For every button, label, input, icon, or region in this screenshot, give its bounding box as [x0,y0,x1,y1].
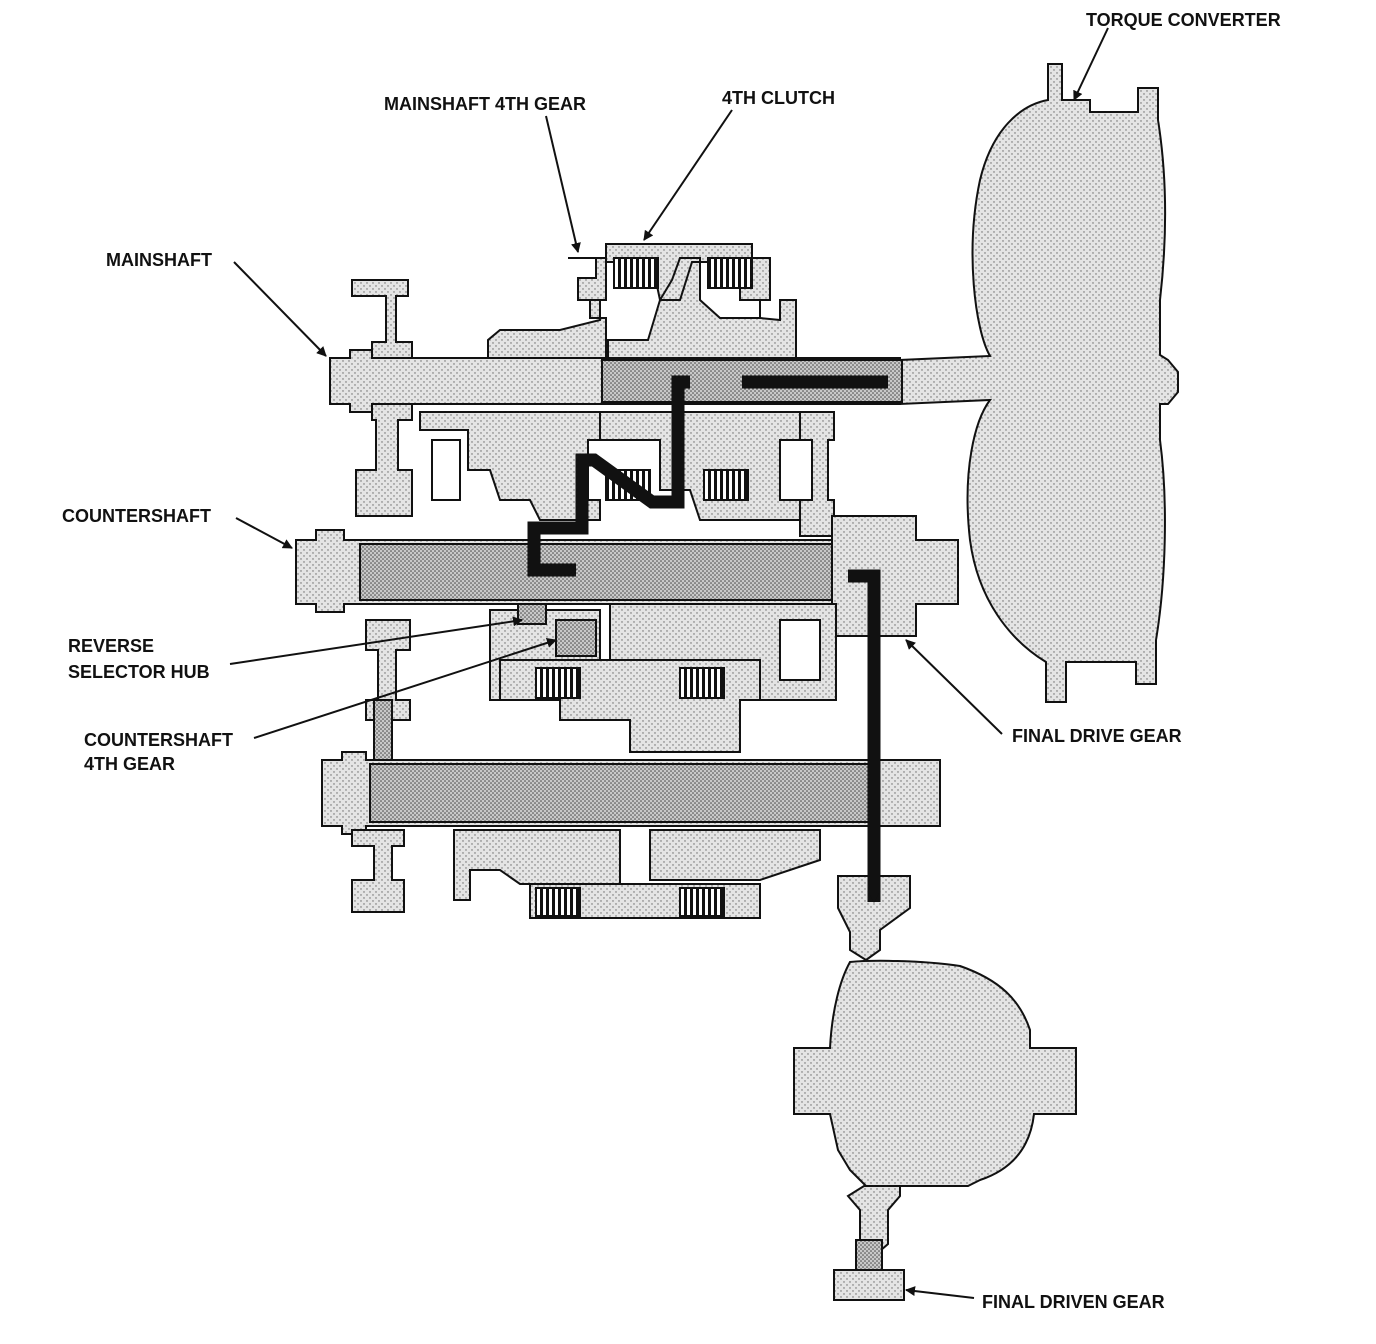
torque-converter-body [899,63,1179,703]
label-countershaft-4th-gear-line2: 4TH GEAR [84,754,175,774]
label-mainshaft-4th-gear: MAINSHAFT 4TH GEAR [384,94,586,114]
mainshaft-4th-gear [487,257,607,359]
mainshaft-lower-gears [419,411,835,537]
left-gear-stack [351,699,405,913]
power-flow-path [527,375,888,903]
label-4th-clutch: 4TH CLUTCH [722,88,835,108]
label-final-driven-gear: FINAL DRIVEN GEAR [982,1292,1165,1312]
lower-gear-clutches [453,659,821,919]
label-countershaft: COUNTERSHAFT [62,506,211,526]
4th-clutch [605,243,797,359]
secondary-shaft [321,751,941,835]
label-torque-converter: TORQUE CONVERTER [1086,10,1281,30]
label-final-drive-gear: FINAL DRIVE GEAR [1012,726,1182,746]
label-reverse-selector-hub-line1: REVERSE [68,636,154,656]
mainshaft-1st-gear [351,279,413,517]
leader-lines [229,27,1109,1299]
label-reverse-selector-hub-line2: SELECTOR HUB [68,662,210,682]
final-drive-gear [831,515,959,637]
label-mainshaft: MAINSHAFT [106,250,212,270]
differential [793,875,1077,1301]
label-countershaft-4th-gear-line1: COUNTERSHAFT [84,730,233,750]
labels: TORQUE CONVERTER MAINSHAFT 4TH GEAR 4TH … [62,10,1281,1312]
